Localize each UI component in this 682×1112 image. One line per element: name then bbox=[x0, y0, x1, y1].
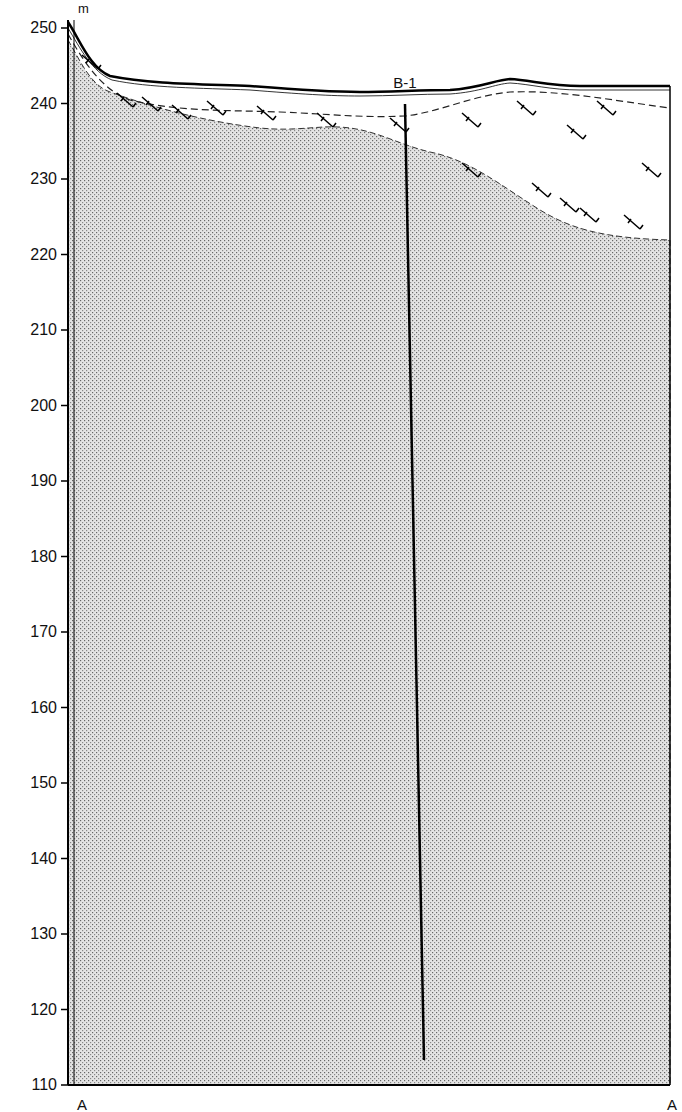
elevation-label: 170 bbox=[30, 624, 57, 640]
ground-surface bbox=[68, 22, 670, 92]
tick bbox=[61, 933, 68, 935]
weathering-symbol bbox=[567, 125, 586, 139]
tick bbox=[61, 782, 68, 784]
elevation-label: 220 bbox=[30, 247, 57, 263]
surface-soil bbox=[68, 28, 670, 96]
elevation-label: 150 bbox=[30, 775, 57, 791]
axis-unit: m bbox=[78, 2, 89, 15]
weathering-symbol bbox=[207, 101, 226, 115]
section-base bbox=[68, 1084, 670, 1086]
axis bbox=[74, 20, 75, 1085]
tick bbox=[61, 103, 68, 105]
elevation-label: 250 bbox=[30, 20, 57, 36]
tick bbox=[61, 1084, 68, 1086]
tick bbox=[61, 480, 68, 482]
tick bbox=[61, 858, 68, 860]
weathering-symbol bbox=[462, 163, 481, 177]
weathering-symbol bbox=[117, 93, 136, 107]
elevation-label: 180 bbox=[30, 549, 57, 565]
elevation-label: 160 bbox=[30, 700, 57, 716]
tick bbox=[61, 329, 68, 331]
weathering-symbol bbox=[597, 101, 616, 115]
weathering-symbol bbox=[624, 215, 643, 229]
section-end-label: A bbox=[77, 1097, 87, 1112]
tick bbox=[61, 27, 68, 29]
elevation-label: 240 bbox=[30, 96, 57, 112]
elevation-label: 210 bbox=[30, 322, 57, 338]
section-edge bbox=[669, 86, 671, 1085]
weathering-symbol bbox=[462, 113, 481, 127]
tick bbox=[61, 178, 68, 180]
elevation-label: 120 bbox=[30, 1002, 57, 1018]
weathering-symbol bbox=[172, 105, 191, 119]
borehole-label: B-1 bbox=[393, 75, 416, 90]
weathering-symbol bbox=[142, 97, 161, 111]
borehole bbox=[405, 104, 424, 1060]
bedrock bbox=[68, 40, 670, 1085]
tick bbox=[61, 254, 68, 256]
weathering-symbol bbox=[257, 106, 276, 120]
layer-boundary bbox=[68, 34, 670, 117]
tick bbox=[61, 556, 68, 558]
weathering-symbol bbox=[560, 198, 579, 212]
weathering-symbol bbox=[82, 55, 101, 69]
weathering-symbol bbox=[390, 118, 409, 132]
axis-ticks bbox=[61, 28, 68, 1085]
tick bbox=[61, 405, 68, 407]
weathering-symbols bbox=[82, 55, 661, 229]
weathering-symbol bbox=[580, 208, 599, 222]
weathering-symbol bbox=[517, 101, 536, 115]
elevation-label: 200 bbox=[30, 398, 57, 414]
elevation-label: 230 bbox=[30, 171, 57, 187]
section-end-label: A bbox=[667, 1097, 677, 1112]
elevation-label: 110 bbox=[31, 1077, 57, 1093]
tick bbox=[61, 631, 68, 633]
tick bbox=[61, 1009, 68, 1011]
elevation-label: 190 bbox=[30, 473, 57, 489]
tick bbox=[61, 707, 68, 709]
weathering-symbol bbox=[642, 163, 661, 177]
elevation-label: 140 bbox=[30, 851, 57, 867]
weathering-symbol bbox=[532, 183, 551, 197]
weathering-symbol bbox=[317, 113, 336, 127]
elevation-label: 130 bbox=[30, 926, 57, 942]
